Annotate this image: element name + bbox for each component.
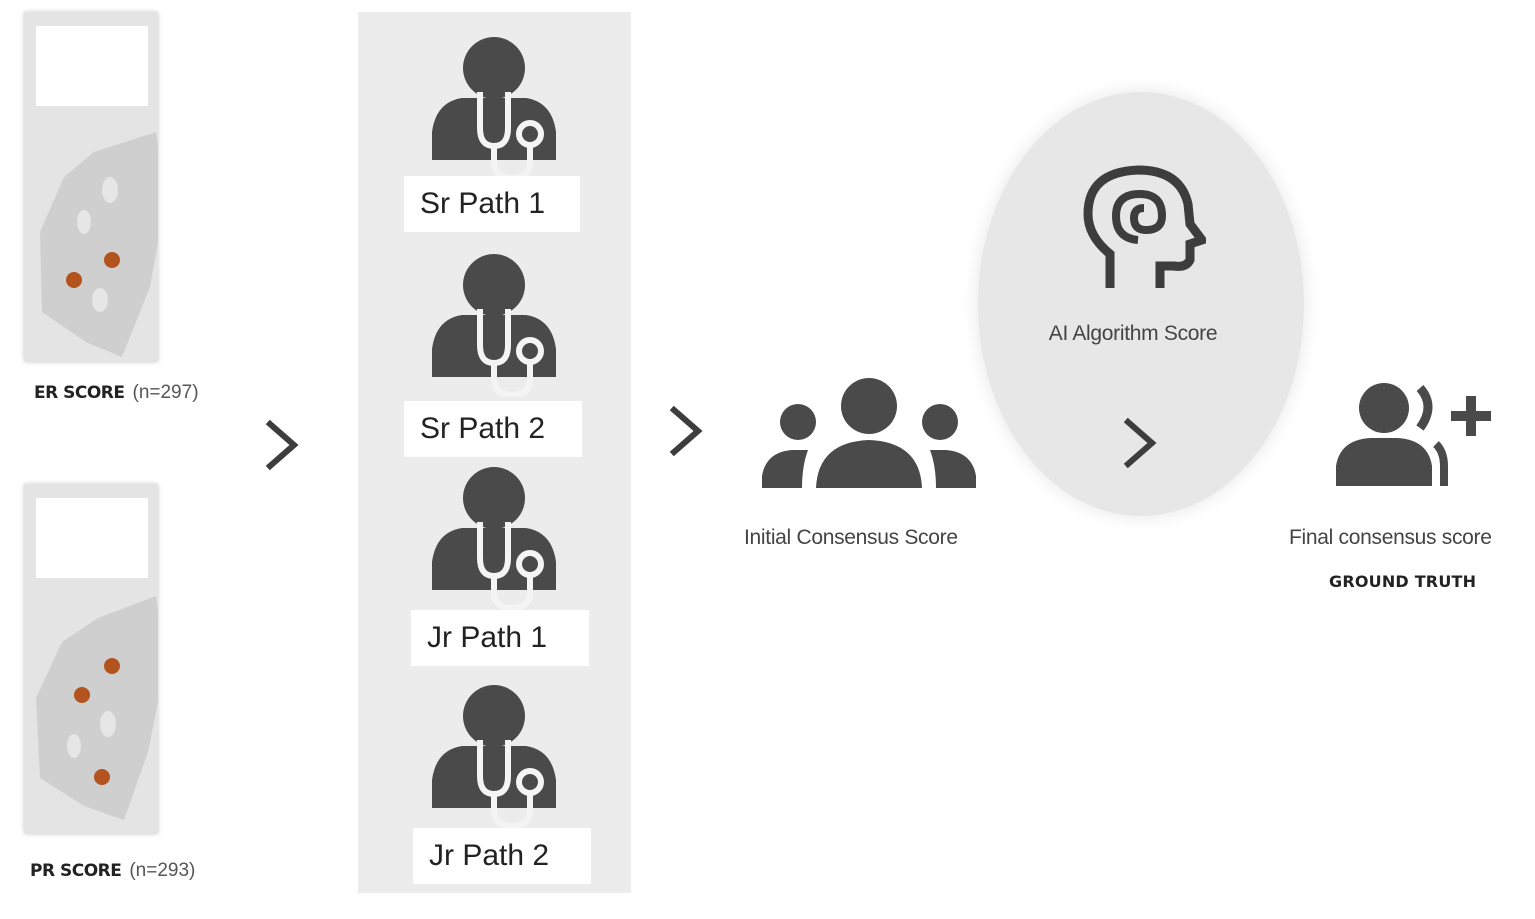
- tissue-section: [40, 132, 158, 357]
- stained-cell: [66, 272, 82, 288]
- chevron-right-icon: [1120, 416, 1160, 470]
- sample-count: (n=297): [132, 382, 199, 403]
- stained-cell: [74, 687, 90, 703]
- slide-label-area: [36, 26, 148, 106]
- doctor-stethoscope-icon: [432, 676, 556, 828]
- sample-count: (n=293): [129, 860, 196, 881]
- chevron-right-icon: [262, 418, 302, 472]
- tissue-section: [36, 596, 158, 820]
- add-user-icon: [1336, 383, 1491, 486]
- er-score-label: ER SCORE (n=297): [34, 382, 199, 404]
- er-slide: [24, 12, 158, 362]
- final-consensus-label: Final consensus score: [1289, 526, 1492, 549]
- initial-consensus-label: Initial Consensus Score: [744, 526, 958, 549]
- pr-slide: [24, 484, 158, 834]
- pr-score-label: PR SCORE (n=293): [30, 860, 195, 882]
- ground-truth-label: GROUND TRUTH: [1329, 572, 1477, 591]
- slide-name: PR SCORE: [30, 861, 122, 881]
- chevron-right-icon: [666, 404, 706, 458]
- sr-path-1-label: Sr Path 1: [404, 176, 580, 232]
- slide-name: ER SCORE: [34, 383, 125, 403]
- ai-algorithm-label: AI Algorithm Score: [1048, 322, 1218, 345]
- slide-label-area: [36, 498, 148, 578]
- doctor-stethoscope-icon: [432, 28, 556, 180]
- ai-algorithm-bubble: [978, 92, 1304, 516]
- stained-cell: [94, 769, 110, 785]
- doctor-stethoscope-icon: [432, 458, 556, 610]
- doctor-stethoscope-icon: [432, 245, 556, 397]
- sr-path-2-label: Sr Path 2: [404, 401, 582, 457]
- jr-path-1-label: Jr Path 1: [411, 610, 589, 666]
- stained-cell: [104, 252, 120, 268]
- ai-head-spiral-icon: [1083, 165, 1206, 288]
- jr-path-2-label: Jr Path 2: [413, 828, 591, 884]
- stained-cell: [104, 658, 120, 674]
- group-icon: [762, 378, 976, 488]
